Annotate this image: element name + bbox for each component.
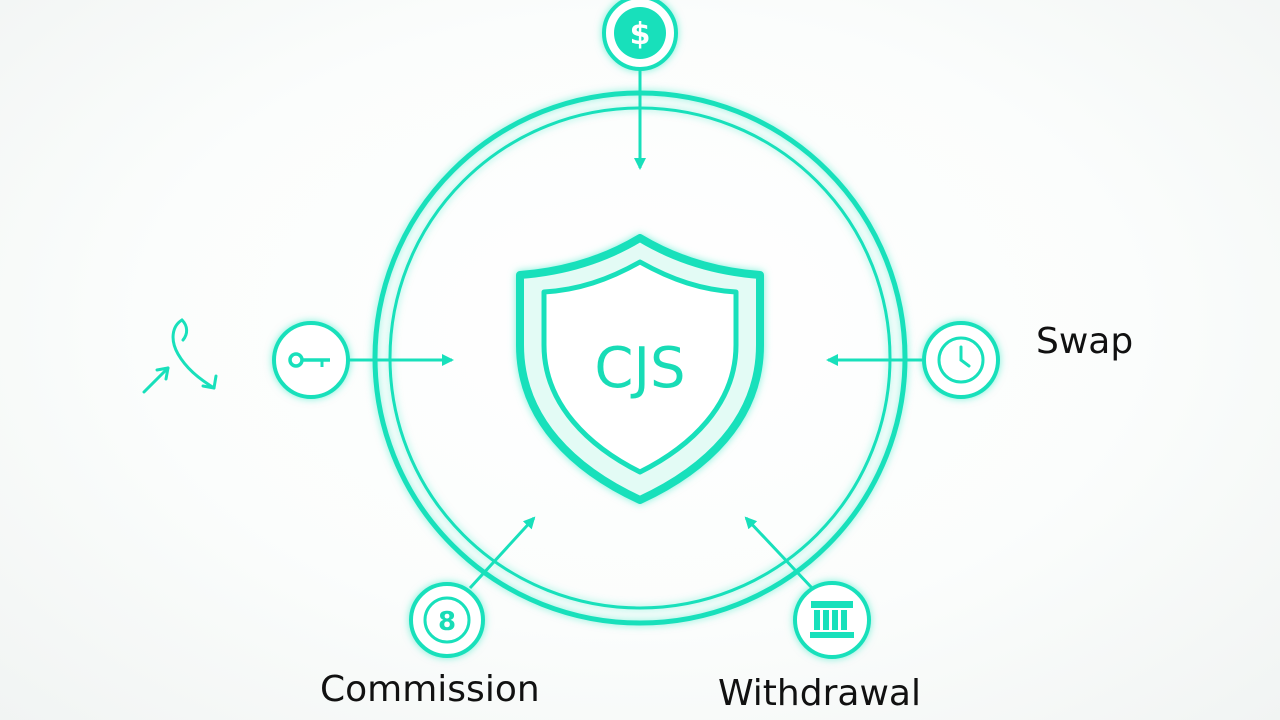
key-icon: [288, 352, 330, 368]
dollar-icon: $: [630, 17, 651, 52]
coin-node: [409, 582, 485, 658]
clock-icon: [959, 345, 971, 368]
squiggle-arrows-icon: [142, 318, 218, 394]
coin-icon: 8: [438, 607, 456, 637]
swap-label: Swap: [1036, 321, 1134, 362]
withdrawal-label: Withdrawal: [718, 673, 921, 714]
arrow-bottom-left: [468, 516, 536, 590]
bank-icon: [810, 601, 854, 638]
dollar-node: [602, 0, 678, 71]
center-label: CJS: [594, 336, 685, 401]
commission-label: Commission: [320, 669, 540, 710]
arrow-bottom-right: [744, 516, 814, 590]
shield-icon: [516, 234, 764, 504]
